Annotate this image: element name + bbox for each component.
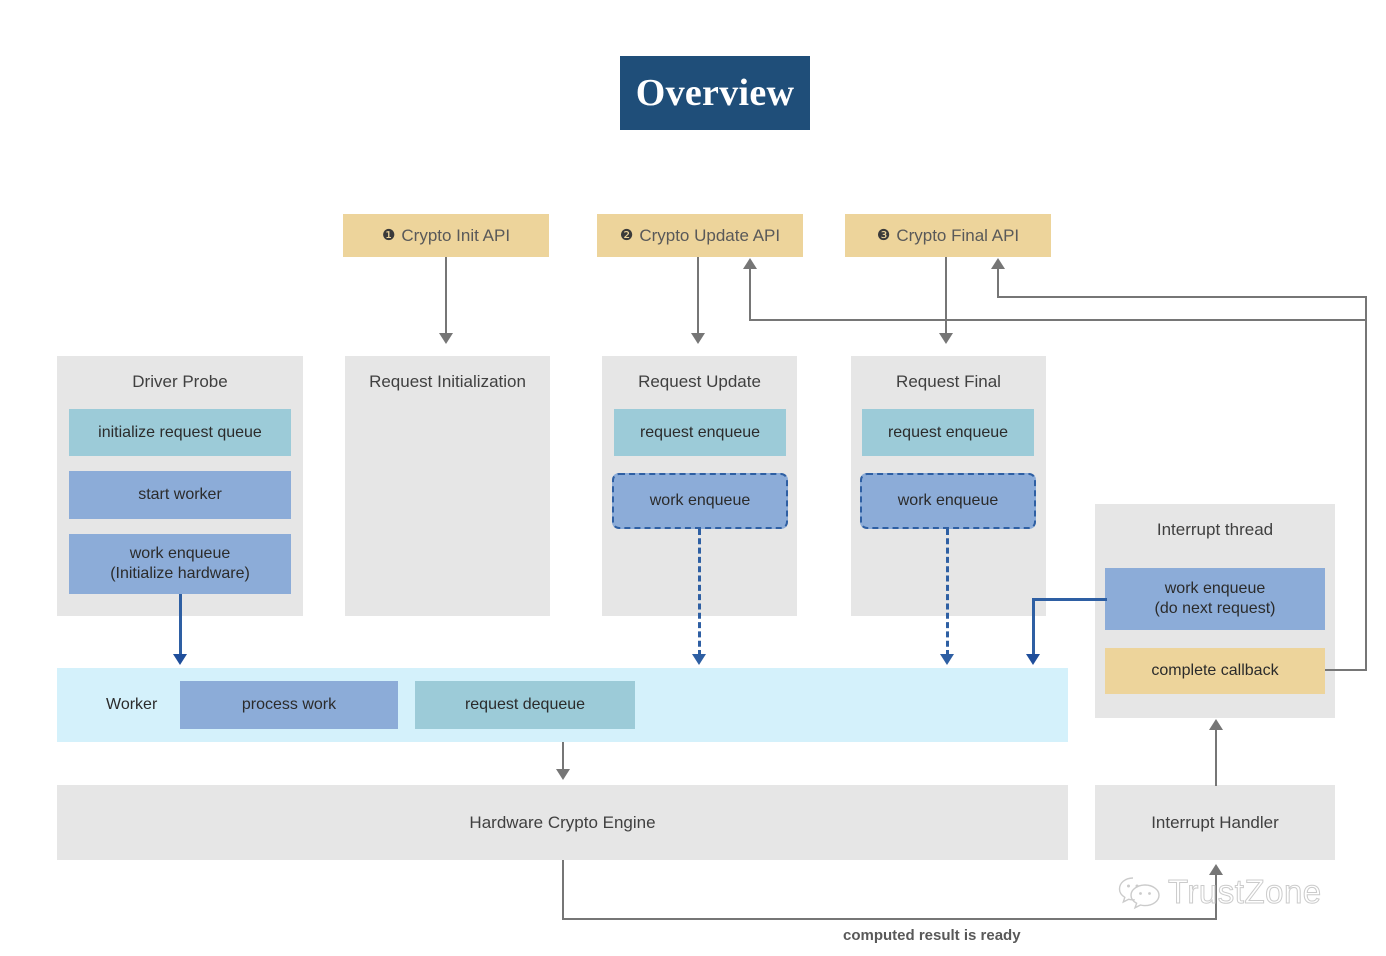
step-sublabel: (do next request) (1154, 600, 1276, 617)
step-request-enqueue-update[interactable]: request enqueue (614, 409, 786, 456)
number-marker-3-icon: ❸ (876, 227, 891, 244)
step-label: work enqueue (129, 545, 231, 562)
step-process-work[interactable]: process work (180, 681, 398, 729)
hardware-crypto-engine-box: Hardware Crypto Engine (57, 785, 1068, 860)
step-work-enqueue-initialize-hardware[interactable]: work enqueue (Initialize hardware) (69, 534, 291, 594)
connector-callback-feedback-horizontal-upper (997, 296, 1365, 298)
connector-final-api-to-request-final (945, 257, 947, 334)
connector-interrupt-handler-to-interrupt-thread (1215, 730, 1217, 786)
connector-callback-feedback-up-to-final-api (997, 268, 999, 298)
step-label: request enqueue (639, 423, 761, 441)
watermark-label: TrustZone (1168, 873, 1322, 911)
connector-result-up-to-interrupt-handler (1215, 875, 1217, 920)
step-complete-callback[interactable]: complete callback (1105, 648, 1325, 694)
step-label: work enqueue (1164, 580, 1266, 597)
api-label-crypto-update: Crypto Update API (639, 225, 781, 245)
api-box-crypto-final[interactable]: ❸ Crypto Final API (845, 214, 1051, 257)
step-work-enqueue-do-next-request[interactable]: work enqueue (do next request) (1105, 568, 1325, 630)
arrowhead-final-api-down-icon (939, 333, 953, 344)
step-label: work enqueue (897, 492, 999, 509)
interrupt-handler-label: Interrupt Handler (1151, 812, 1279, 832)
connector-interrupt-work-enqueue-vertical (1032, 598, 1035, 656)
connector-callback-feedback-horizontal-lower (749, 319, 1367, 321)
arrowhead-final-api-up-icon (991, 258, 1005, 269)
lane-title-request-final: Request Final (896, 372, 1001, 391)
arrowhead-init-api-down-icon (439, 333, 453, 344)
arrowhead-final-work-enqueue-icon (940, 654, 954, 665)
api-box-crypto-update[interactable]: ❷ Crypto Update API (597, 214, 803, 257)
connector-callback-feedback-vertical-outer (1365, 296, 1367, 670)
step-work-enqueue-final[interactable]: work enqueue (860, 473, 1036, 529)
number-marker-1-icon: ❶ (381, 227, 396, 244)
number-marker-2-icon: ❷ (619, 227, 634, 244)
arrowhead-update-api-down-icon (691, 333, 705, 344)
hardware-crypto-engine-label: Hardware Crypto Engine (469, 812, 656, 832)
step-label: request dequeue (464, 696, 586, 713)
arrowhead-worker-to-hardware-engine-icon (556, 769, 570, 780)
step-label: work enqueue (649, 492, 751, 509)
api-box-crypto-init[interactable]: ❶ Crypto Init API (343, 214, 549, 257)
api-label-crypto-final: Crypto Final API (896, 225, 1020, 245)
connector-callback-feedback-from-callback (1325, 669, 1367, 671)
connector-update-work-enqueue-to-worker (698, 529, 701, 656)
arrowhead-interrupt-work-enqueue-icon (1026, 654, 1040, 665)
arrowhead-update-work-enqueue-icon (692, 654, 706, 665)
connector-callback-feedback-up-to-update-api (749, 268, 751, 321)
worker-label: Worker (106, 696, 158, 713)
step-label: complete callback (1151, 662, 1279, 679)
lane-title-request-initialization: Request Initialization (369, 372, 526, 391)
step-request-enqueue-final[interactable]: request enqueue (862, 409, 1034, 456)
wechat-icon (1118, 874, 1160, 910)
step-request-dequeue[interactable]: request dequeue (415, 681, 635, 729)
connector-driver-probe-to-worker (179, 594, 182, 656)
connector-worker-to-hardware-engine (562, 742, 564, 770)
interrupt-handler-box: Interrupt Handler (1095, 785, 1335, 860)
api-label-crypto-init: Crypto Init API (401, 225, 511, 245)
lane-title-interrupt-thread: Interrupt thread (1156, 520, 1274, 539)
connector-update-api-to-request-update (697, 257, 699, 334)
page-title-text: Overview (635, 72, 795, 114)
lane-title-request-update: Request Update (638, 372, 761, 391)
step-label: start worker (138, 486, 222, 503)
arrowhead-update-api-up-icon (743, 258, 757, 269)
lane-title-driver-probe: Driver Probe (132, 372, 228, 391)
connector-init-api-to-request-init (445, 257, 447, 334)
lane-request-initialization: Request Initialization (345, 356, 550, 616)
step-label: initialize request queue (98, 423, 262, 441)
step-work-enqueue-update[interactable]: work enqueue (612, 473, 788, 529)
connector-interrupt-work-enqueue-horizontal (1032, 598, 1107, 601)
connector-hardware-engine-result-horizontal (562, 918, 1217, 920)
connector-hardware-engine-result-down (562, 860, 564, 920)
step-label: request enqueue (887, 423, 1009, 441)
trustzone-watermark: TrustZone (1118, 873, 1322, 911)
page-title: Overview (620, 56, 810, 130)
arrowhead-driver-probe-to-worker-icon (173, 654, 187, 665)
step-initialize-request-queue[interactable]: initialize request queue (69, 409, 291, 456)
step-sublabel: (Initialize hardware) (110, 565, 250, 582)
step-label: process work (241, 696, 337, 713)
computed-result-caption: computed result is ready (843, 927, 1021, 944)
step-start-worker[interactable]: start worker (69, 471, 291, 519)
arrowhead-interrupt-thread-up-icon (1209, 719, 1223, 730)
arrowhead-interrupt-handler-up-icon (1209, 864, 1223, 875)
connector-final-work-enqueue-to-worker (946, 529, 949, 656)
